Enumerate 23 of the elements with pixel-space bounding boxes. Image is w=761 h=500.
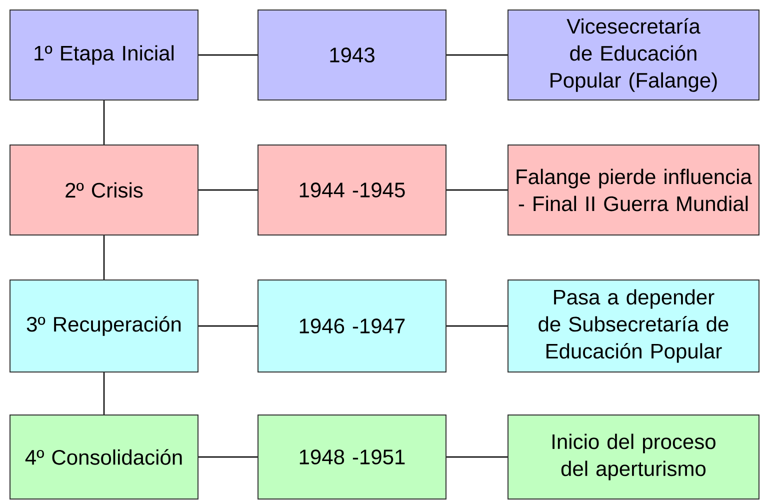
connector-line <box>103 100 105 144</box>
connector-line <box>446 456 508 458</box>
description-box: Inicio del proceso del aperturismo <box>508 414 760 500</box>
connector-line <box>198 54 258 56</box>
stage-box: 2º Crisis <box>10 144 198 236</box>
connector-line <box>198 189 258 191</box>
connector-line <box>198 456 258 458</box>
connector-line <box>446 54 508 56</box>
connector-line <box>446 189 508 191</box>
description-box: Falange pierde influencia - Final II Guerra Mundial <box>508 144 760 236</box>
date-box: 1943 <box>258 10 446 100</box>
stage-box: 3º Recuperación <box>10 280 198 372</box>
connector-line <box>103 236 105 280</box>
connector-line <box>103 372 105 414</box>
connector-line <box>198 325 258 327</box>
connector-line <box>446 325 508 327</box>
date-box: 1948 -1951 <box>258 414 446 500</box>
stage-box: 4º Consolidación <box>10 414 198 500</box>
date-box: 1944 -1945 <box>258 144 446 236</box>
description-box: Vicesecretaría de Educación Popular (Falange) <box>508 10 760 100</box>
date-box: 1946 -1947 <box>258 280 446 372</box>
description-box: Pasa a depender de Subsecretaría de Educación Popular <box>508 280 760 372</box>
stage-box: 1º Etapa Inicial <box>10 10 198 100</box>
